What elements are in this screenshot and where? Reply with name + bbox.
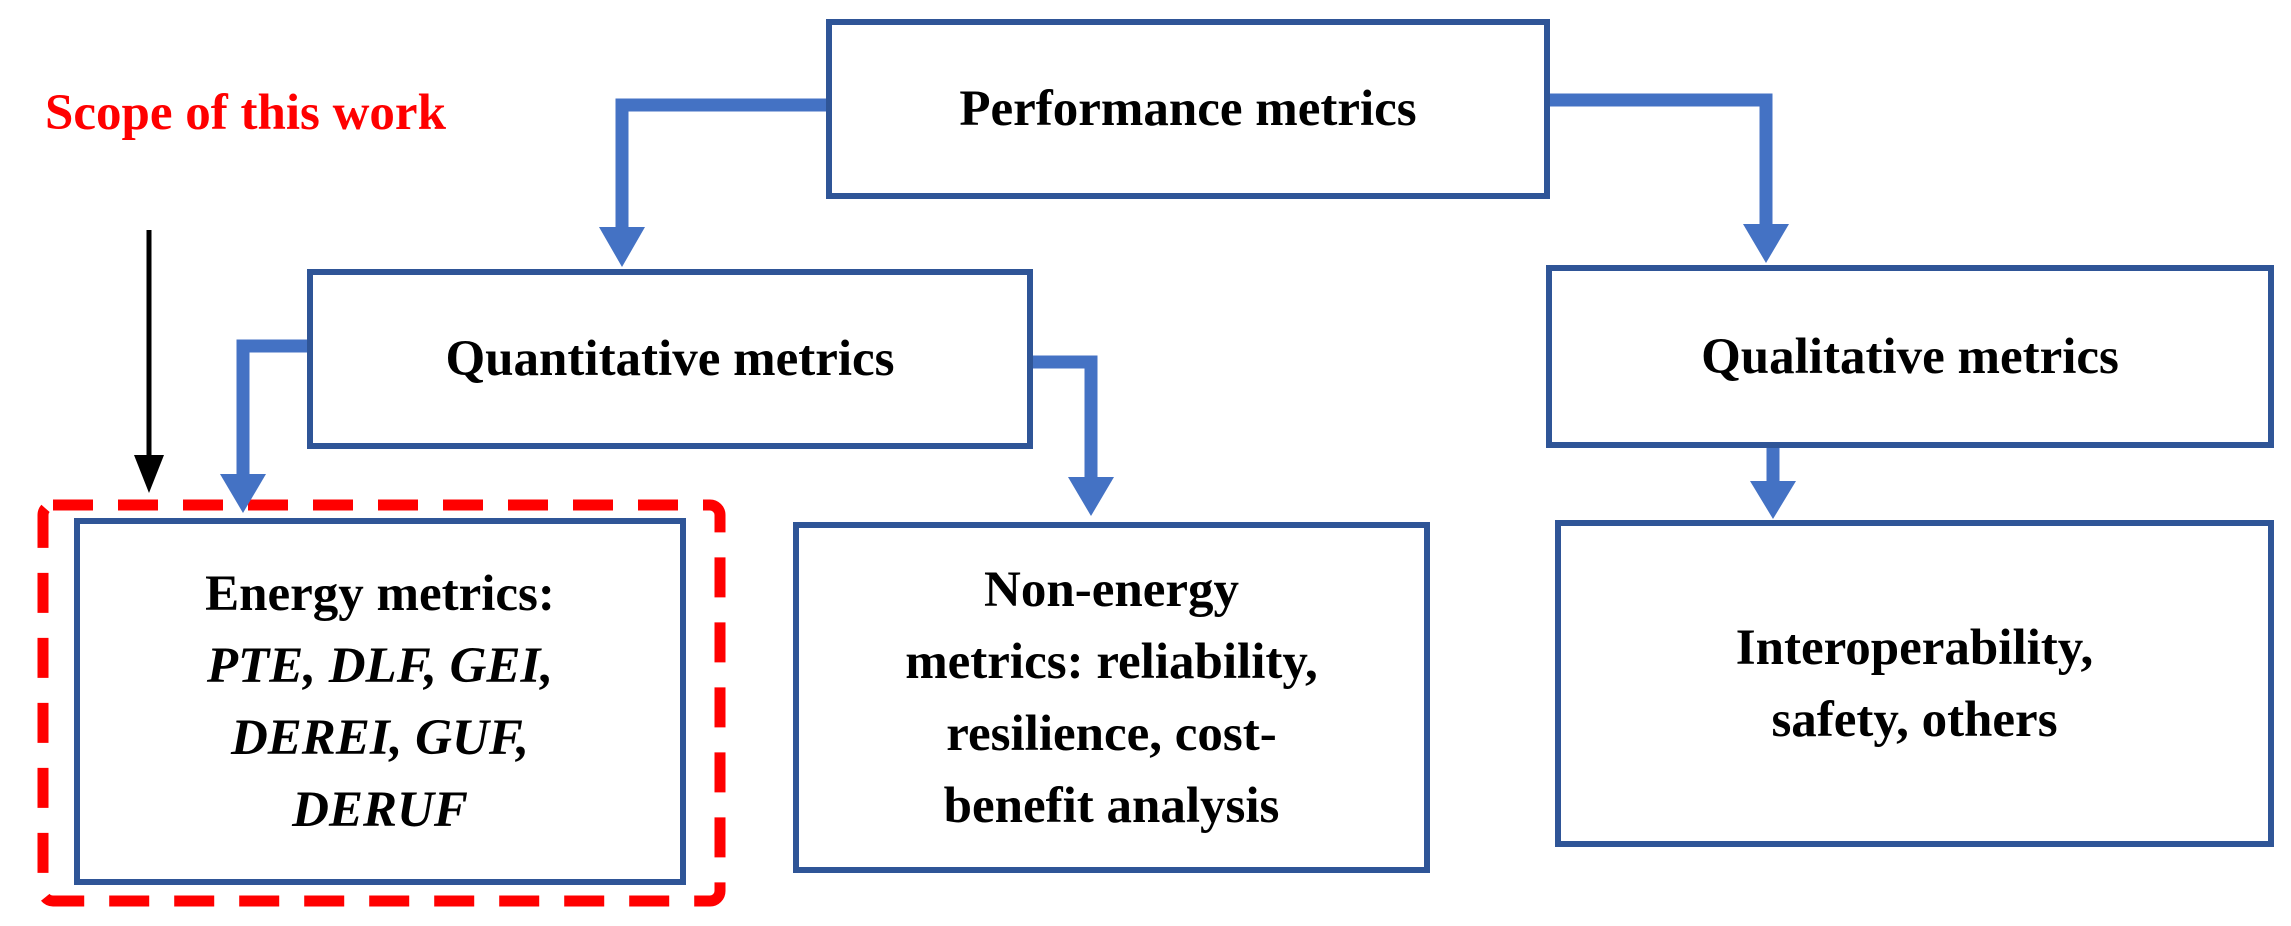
scope-highlight-dashed-box: [37, 499, 726, 907]
node-non-energy-metrics: Non-energy metrics: reliability, resilie…: [793, 522, 1430, 873]
scope-pointer-arrow-head: [134, 455, 164, 493]
node-qualitative-metrics: Qualitative metrics: [1546, 265, 2274, 448]
node-heading: Energy metrics:: [205, 565, 555, 622]
node-text-line: metrics: reliability,: [905, 633, 1318, 690]
node-label: Quantitative metrics: [445, 331, 895, 387]
node-quantitative-metrics: Quantitative metrics: [307, 269, 1033, 449]
node-metric-list-line: DEREI, GUF,: [230, 709, 530, 766]
arrow-quantitative-to-energy-stem: [236, 339, 311, 477]
node-text-line: safety, others: [1771, 691, 2058, 748]
arrow-performance-to-qualitative-stem: [1550, 93, 1773, 227]
node-metric-list-line: DERUF: [292, 781, 468, 838]
arrow-quantitative-to-energy-head: [220, 474, 266, 513]
scope-annotation-line: Scope of: [45, 85, 228, 141]
node-text-line: benefit analysis: [943, 777, 1280, 834]
scope-annotation-line: this work: [240, 85, 446, 141]
node-text-line: Interoperability,: [1735, 619, 2094, 676]
node-performance-metrics: Performance metrics: [826, 19, 1550, 199]
arrow-performance-to-quantitative-head: [599, 227, 645, 267]
node-text-line: resilience, cost-: [946, 705, 1277, 762]
node-energy-metrics: Energy metrics: PTE, DLF, GEI, DEREI, GU…: [74, 518, 686, 885]
node-label: Performance metrics: [959, 81, 1417, 137]
arrow-quantitative-to-non-energy-head: [1068, 477, 1114, 516]
node-interoperability-safety-others: Interoperability, safety, others: [1555, 520, 2274, 847]
arrow-qualitative-to-interoperability-head: [1750, 481, 1796, 519]
arrow-performance-to-quantitative-stem: [615, 98, 826, 230]
node-text-line: Non-energy: [984, 561, 1239, 618]
node-metric-list-line: PTE, DLF, GEI,: [206, 637, 554, 694]
arrow-performance-to-qualitative-head: [1743, 224, 1789, 263]
node-label: Qualitative metrics: [1701, 328, 2119, 385]
scope-annotation: Scope of this work: [45, 84, 446, 142]
arrow-quantitative-to-non-energy-stem: [1031, 355, 1098, 480]
